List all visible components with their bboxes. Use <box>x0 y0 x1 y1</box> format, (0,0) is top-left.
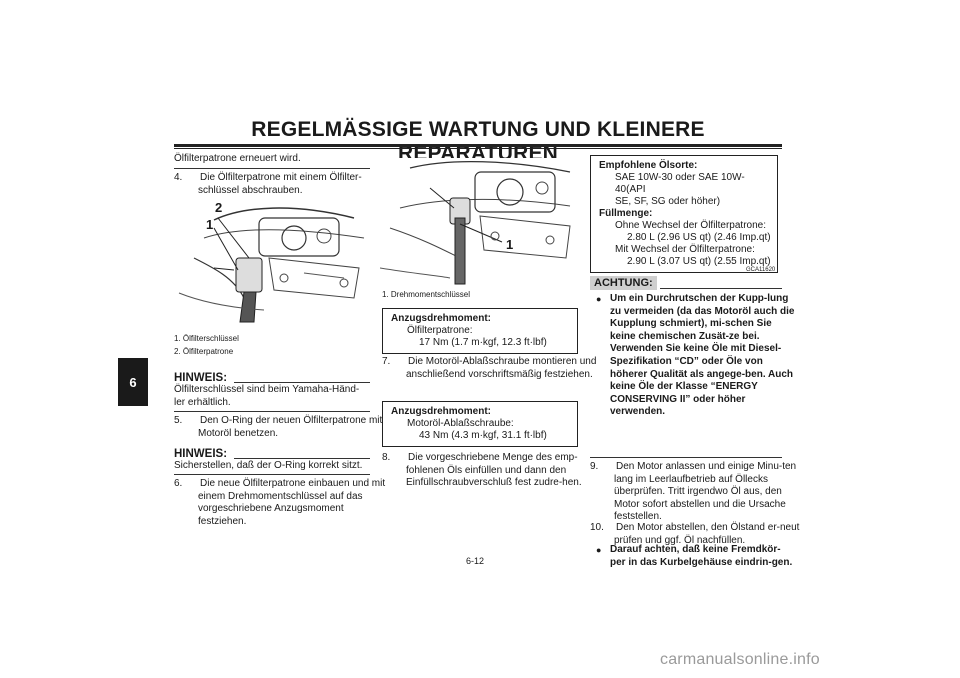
reference-code: GCA11620 <box>746 267 776 273</box>
step-10: 10.Den Motor abstellen, den Ölstand er-n… <box>590 522 800 546</box>
step-6: 6.Die neue Ölfilterpatrone einbauen und … <box>174 478 386 527</box>
caption-2: 2. Ölfilterpatrone <box>174 347 234 356</box>
divider <box>174 411 370 412</box>
callout-2: 2 <box>215 200 223 215</box>
step-9: 9.Den Motor anlassen und einige Minu-ten… <box>590 461 797 523</box>
watermark: carmanualsonline.info <box>660 651 820 668</box>
hinweis-rule <box>234 382 370 383</box>
torque-spec-box: Anzugsdrehmoment: Ölfilterpatrone: 17 Nm… <box>382 308 578 354</box>
oil-spec-box: Empfohlene Ölsorte: SAE 10W-30 oder SAE … <box>590 155 778 273</box>
warning-item: Um ein Durchrutschen der Kupp-lung zu ve… <box>596 293 796 419</box>
step-7: 7.Die Motoröl-Ablaßschraube montieren un… <box>382 356 597 380</box>
callout-1: 1 <box>506 237 514 252</box>
callout-1: 1 <box>206 217 214 232</box>
caption-1: 1. Ölfilterschlüssel <box>174 334 239 343</box>
torque-spec-box: Anzugsdrehmoment: Motoröl-Ablaßschraube:… <box>382 401 578 447</box>
page-number: 6-12 <box>466 556 485 566</box>
step-8: 8.Die vorgeschriebene Menge des emp-fohl… <box>382 452 582 489</box>
intro-text: Ölfilterpatrone erneuert wird. <box>174 153 301 164</box>
oil-filter-wrench-illustration <box>174 198 370 326</box>
torque-wrench-illustration <box>380 158 576 286</box>
step-5: 5.Den O-Ring der neuen Ölfilterpatrone m… <box>174 415 383 439</box>
hinweis-text: Sicherstellen, daß der O-Ring korrekt si… <box>174 460 363 471</box>
divider <box>174 168 370 169</box>
hinweis-rule <box>234 458 370 459</box>
hinweis-label: HINWEIS: <box>174 372 228 384</box>
hinweis-label: HINWEIS: <box>174 448 228 460</box>
step-4: 4.Die Ölfilterpatrone mit einem Ölfilter… <box>174 172 362 196</box>
warning-item: Darauf achten, daß keine Fremdkör-per in… <box>596 544 796 569</box>
hinweis-text: Ölfilterschlüssel sind beim Yamaha-Händ-… <box>174 384 360 408</box>
title-rule <box>174 144 782 147</box>
achtung-rule <box>660 288 782 289</box>
divider <box>590 457 782 458</box>
divider <box>174 474 370 475</box>
achtung-label: ACHTUNG: <box>590 276 657 290</box>
chapter-tab: 6 <box>118 358 148 406</box>
title-rule-thin <box>174 148 782 149</box>
caption-1: 1. Drehmomentschlüssel <box>382 290 471 299</box>
